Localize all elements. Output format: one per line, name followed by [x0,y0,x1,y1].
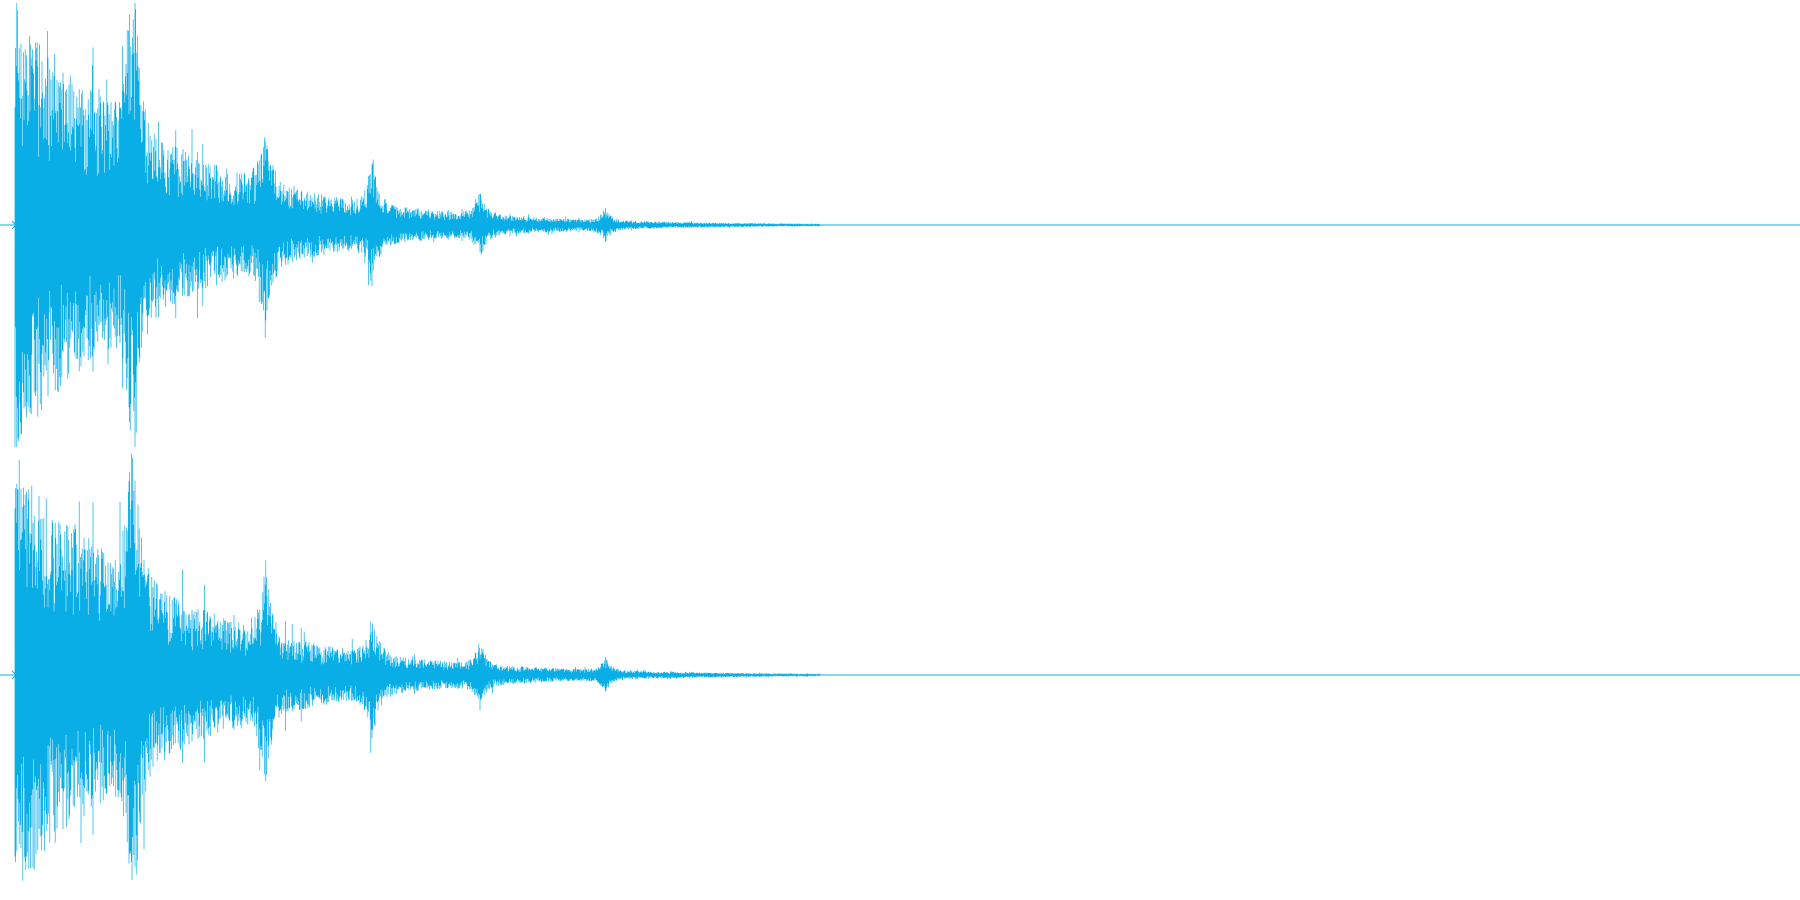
ch2-waveform [14,453,820,881]
channel-1-track[interactable] [0,3,1800,447]
channel-2-track[interactable] [0,453,1800,881]
ch1-waveform [14,3,820,447]
